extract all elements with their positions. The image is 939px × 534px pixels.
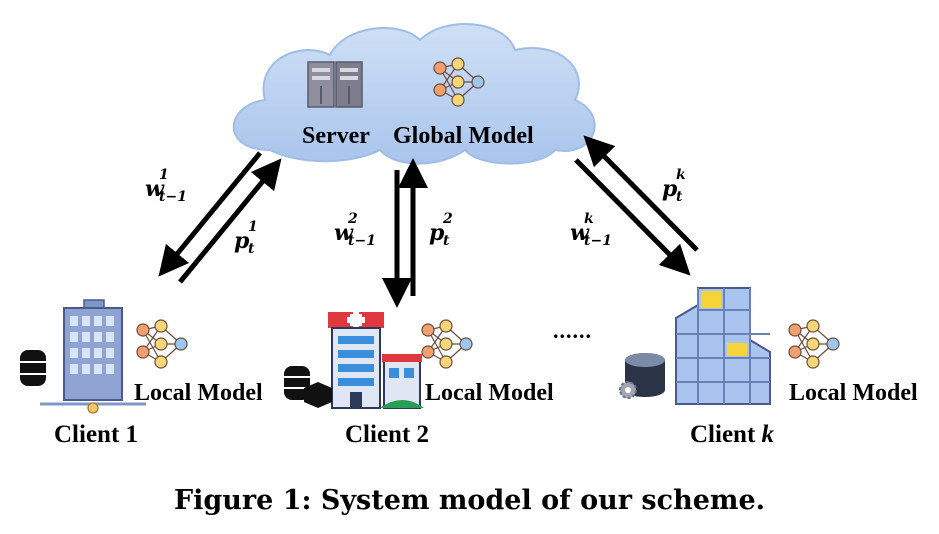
office-building-icon xyxy=(40,299,146,414)
client-k-label: Client k xyxy=(690,421,775,448)
global-model-label: Global Model xyxy=(393,123,534,149)
neural-network-icon xyxy=(433,57,485,107)
more-clients-ellipsis: ...... xyxy=(553,318,592,343)
hospital-icon xyxy=(328,308,424,409)
arrow-down-client-1 xyxy=(158,151,262,277)
server-rack-icon xyxy=(307,61,363,108)
neural-network-icon xyxy=(788,319,840,369)
server-label: Server xyxy=(302,123,370,149)
client-2-label: Client 2 xyxy=(345,421,430,448)
neural-network-icon xyxy=(136,319,188,369)
local-model-label-client-1: Local Model xyxy=(134,380,263,406)
gear-database-icon xyxy=(619,353,665,399)
cloud-icon xyxy=(232,23,596,165)
arrows xyxy=(158,135,699,308)
system-diagram xyxy=(20,23,840,414)
arrow-up-client-k xyxy=(583,135,699,252)
local-model-label-client-k: Local Model xyxy=(789,380,918,406)
client-1-label: Client 1 xyxy=(54,421,139,448)
local-model-label-client-2: Local Model xyxy=(425,380,554,406)
tall-building-icon xyxy=(675,287,771,405)
arrow-down-client-k xyxy=(574,158,691,276)
figure-caption: Figure 1: System model of our scheme. xyxy=(173,485,766,516)
database-icon xyxy=(284,366,332,408)
neural-network-icon xyxy=(421,319,473,369)
database-icon xyxy=(20,350,46,386)
arrow-up-client-1 xyxy=(178,158,282,284)
